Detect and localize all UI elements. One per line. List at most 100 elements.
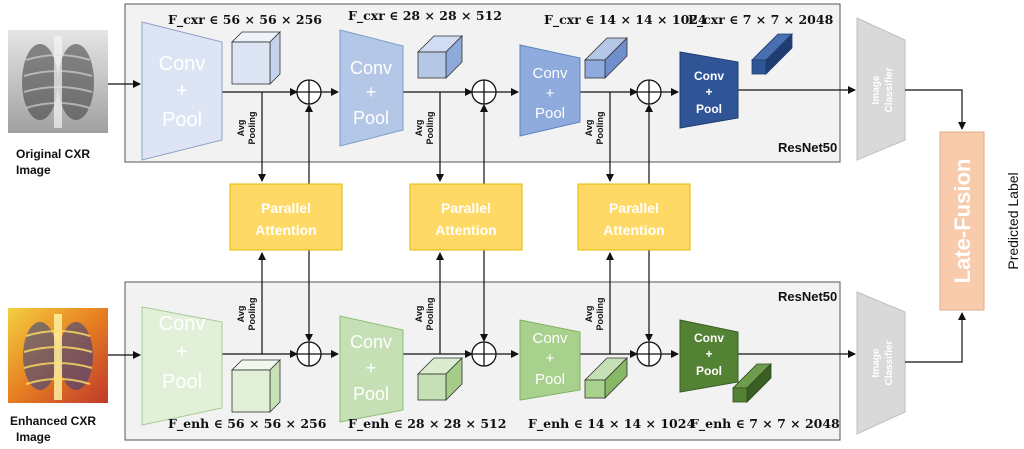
bottom-avg-pooling-label-3: Avg Pooling — [584, 298, 605, 331]
top-feature-cube-4 — [751, 33, 793, 75]
bottom-add-node-2 — [471, 341, 497, 367]
svg-text:Conv: Conv — [159, 53, 206, 75]
top-stage-4: Conv + Pool — [679, 51, 739, 129]
top-avg-pooling-label-1: Avg Pooling — [236, 112, 257, 145]
enhanced-cxr-label-1: Enhanced CXR — [10, 414, 96, 428]
svg-text:Pool: Pool — [162, 109, 202, 131]
late-fusion-block: Late-Fusion — [939, 131, 985, 311]
svg-text:Pooling: Pooling — [425, 298, 435, 331]
top-feature-dim-3: F_cxr ∈ 14 × 14 × 1024 — [544, 12, 707, 28]
svg-text:Pooling: Pooling — [425, 112, 435, 145]
svg-text:Pool: Pool — [353, 384, 389, 404]
svg-text:Pool: Pool — [696, 102, 722, 116]
svg-text:Avg: Avg — [236, 306, 246, 323]
bottom-feature-dim-4: F_enh ∈ 7 × 7 × 2048 — [690, 416, 840, 432]
top-stage-1: Conv + Pool — [141, 21, 223, 161]
svg-text:+: + — [546, 85, 555, 102]
svg-text:Conv: Conv — [350, 58, 392, 78]
bottom-feature-cube-1 — [231, 359, 281, 413]
svg-text:Conv: Conv — [532, 330, 568, 347]
svg-text:Avg: Avg — [584, 120, 594, 137]
bottom-feature-cube-4 — [732, 363, 772, 403]
top-feature-dim-1: F_cxr ∈ 56 × 56 × 256 — [168, 12, 322, 28]
svg-text:Attention: Attention — [435, 222, 496, 238]
top-feature-dim-2: F_cxr ∈ 28 × 28 × 512 — [348, 8, 502, 24]
bottom-feature-dim-1: F_enh ∈ 56 × 56 × 256 — [168, 416, 327, 432]
bottom-stage-2: Conv + Pool — [339, 315, 404, 423]
bottom-stage-4: Conv + Pool — [679, 319, 739, 393]
parallel-attention-block-3: Parallel Attention — [577, 183, 691, 251]
svg-text:Conv: Conv — [694, 331, 724, 345]
bottom-avg-pooling-label-1: Avg Pooling — [236, 298, 257, 331]
original-cxr-image — [8, 30, 108, 133]
bottom-stage-1: Conv + Pool — [141, 306, 223, 426]
svg-text:Classifier: Classifier — [884, 340, 895, 385]
svg-text:Image: Image — [871, 348, 882, 377]
top-image-classifier: Image Classifier — [856, 17, 906, 161]
svg-text:Avg: Avg — [414, 120, 424, 137]
top-avg-pooling-label-2: Avg Pooling — [414, 112, 435, 145]
svg-text:Conv: Conv — [694, 69, 724, 83]
bottom-resnet50-label: ResNet50 — [778, 289, 837, 304]
svg-text:Avg: Avg — [584, 306, 594, 323]
svg-text:+: + — [176, 80, 188, 102]
top-stage-3: Conv + Pool — [519, 44, 581, 137]
svg-text:Pooling: Pooling — [247, 298, 257, 331]
svg-text:Conv: Conv — [350, 332, 392, 352]
bottom-avg-pooling-label-2: Avg Pooling — [414, 298, 435, 331]
svg-text:Pool: Pool — [162, 371, 202, 393]
bottom-feature-cube-2 — [417, 357, 463, 401]
svg-text:+: + — [546, 350, 555, 367]
parallel-attention-block-1: Parallel Attention — [229, 183, 343, 251]
svg-text:Classifier: Classifier — [884, 67, 895, 112]
svg-text:Pool: Pool — [353, 108, 389, 128]
bottom-add-node-3 — [636, 341, 662, 367]
original-cxr-label-2: Image — [16, 163, 51, 177]
svg-text:Avg: Avg — [236, 120, 246, 137]
enhanced-cxr-image — [8, 308, 108, 403]
svg-text:Parallel: Parallel — [441, 200, 491, 216]
svg-text:Pool: Pool — [535, 105, 565, 122]
svg-text:Attention: Attention — [603, 222, 664, 238]
svg-text:Conv: Conv — [159, 313, 206, 335]
svg-text:Conv: Conv — [532, 65, 568, 82]
svg-text:Attention: Attention — [255, 222, 316, 238]
top-stage-2: Conv + Pool — [339, 29, 404, 147]
bottom-image-classifier: Image Classifier — [856, 291, 906, 435]
svg-text:Parallel: Parallel — [261, 200, 311, 216]
svg-text:Pooling: Pooling — [595, 298, 605, 331]
bottom-feature-dim-2: F_enh ∈ 28 × 28 × 512 — [348, 416, 506, 432]
svg-text:Avg: Avg — [414, 306, 424, 323]
top-classifier-to-fusion — [905, 89, 966, 130]
top-add-node-3 — [636, 79, 662, 105]
parallel-attention-block-2: Parallel Attention — [409, 183, 523, 251]
bottom-classifier-to-fusion — [905, 312, 966, 363]
svg-text:Image: Image — [871, 75, 882, 104]
top-feature-cube-3 — [584, 37, 628, 79]
bottom-add-node-1 — [296, 341, 322, 367]
svg-text:Pooling: Pooling — [595, 112, 605, 145]
svg-text:Parallel: Parallel — [609, 200, 659, 216]
top-add-node-2 — [471, 79, 497, 105]
svg-text:Pool: Pool — [535, 371, 565, 388]
top-avg-pooling-label-3: Avg Pooling — [584, 112, 605, 145]
svg-text:+: + — [366, 358, 377, 378]
original-cxr-label-1: Original CXR — [16, 147, 90, 161]
top-resnet50-label: ResNet50 — [778, 140, 837, 155]
svg-text:+: + — [366, 82, 377, 102]
top-feature-cube-1 — [231, 31, 281, 85]
top-feature-dim-4: F_cxr ∈ 7 × 7 × 2048 — [688, 12, 834, 28]
top-add-node-1 — [296, 79, 322, 105]
svg-text:Late-Fusion: Late-Fusion — [950, 159, 975, 284]
svg-text:+: + — [705, 85, 712, 99]
top-feature-cube-2 — [417, 35, 463, 79]
svg-text:+: + — [705, 347, 712, 361]
bottom-feature-dim-3: F_enh ∈ 14 × 14 × 1024 — [528, 416, 695, 432]
enhanced-cxr-label-2: Image — [16, 430, 51, 444]
bottom-stage-3: Conv + Pool — [519, 319, 581, 401]
svg-text:Pooling: Pooling — [247, 112, 257, 145]
predicted-label-text: Predicted Label — [1005, 172, 1021, 269]
svg-text:Pool: Pool — [696, 364, 722, 378]
bottom-feature-cube-3 — [584, 357, 628, 399]
